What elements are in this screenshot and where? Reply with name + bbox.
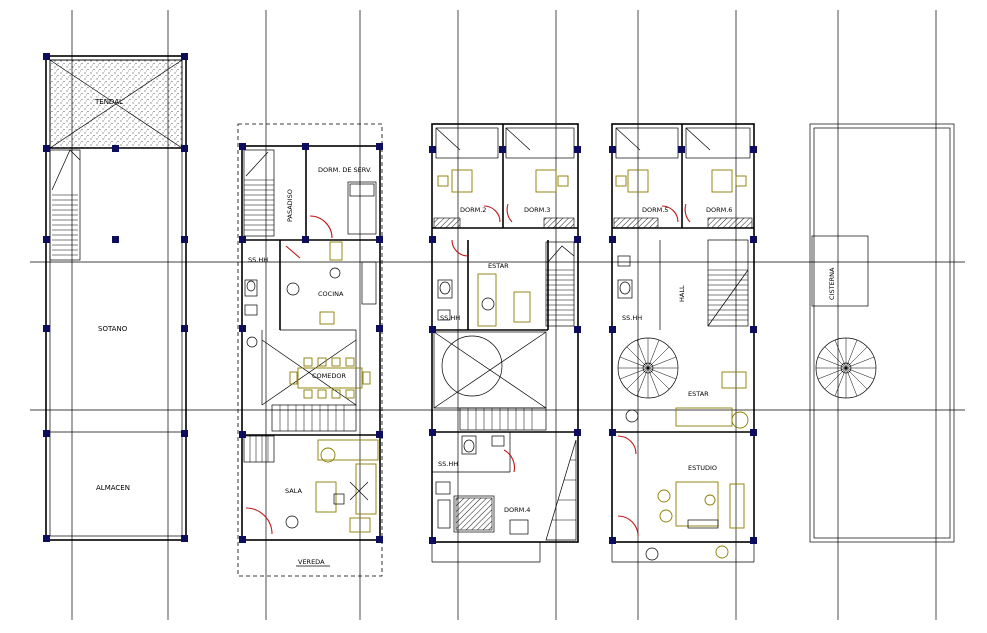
second-columns [429,146,581,544]
second-stair-landing [459,407,547,431]
label-sshh-2: SS.HH [440,314,460,322]
label-dorm6: DORM.6 [706,206,732,214]
roof-stair [49,149,81,261]
label-dorm4: DORM.4 [504,506,530,514]
label-almacen: ALMACEN [96,484,130,492]
label-dorm5: DORM.5 [642,206,668,214]
label-hall: HALL [678,285,686,302]
label-sshh-3: SS.HH [438,460,458,468]
first-columns [239,143,383,543]
label-estudio: ESTUDIO [688,464,717,472]
label-cocina: COCINA [318,290,344,298]
label-sshh-1: SS.HH [248,256,268,264]
label-dorm-serv: DORM. DE SERV. [318,166,372,174]
third-stair [707,239,749,327]
label-sshh-4: SS.HH [622,314,642,322]
third-spiral-stair [617,337,679,399]
third-columns [609,146,757,544]
label-vereda: VEREDA [298,558,325,566]
label-sotano: SOTANO [98,325,128,333]
roof-columns [43,53,188,542]
plan-third-floor: DORM.5 DORM.6 SS.HH HALL ESTAR ESTUDIO [609,123,757,563]
label-pasadiso: PASADISO [286,189,294,222]
plan-roof: TENDAL SOTANO ALMACEN [43,53,188,542]
label-sala: SALA [285,487,302,495]
label-dorm3: DORM.3 [524,206,550,214]
plan-top: CISTERNA [809,123,955,543]
label-cisterna: CISTERNA [828,267,836,300]
label-comedor: COMEDOR [312,372,346,380]
label-tendal: TENDAL [94,98,123,106]
first-stair-entry [243,435,275,463]
first-stair-top [243,149,275,237]
plan-first-floor: DORM. DE SERV. PASADISO SS.HH COCINA COM… [237,123,383,577]
second-stair [545,241,575,327]
label-dorm2: DORM.2 [460,206,486,214]
plan-second-floor: DORM.2 DORM.3 ESTAR SS.HH SS.HH DORM.4 [429,123,581,563]
top-spiral-stair [815,337,877,399]
first-stair-mid [261,339,357,432]
label-estar-3: ESTAR [688,390,709,398]
label-estar-2: ESTAR [488,262,509,270]
